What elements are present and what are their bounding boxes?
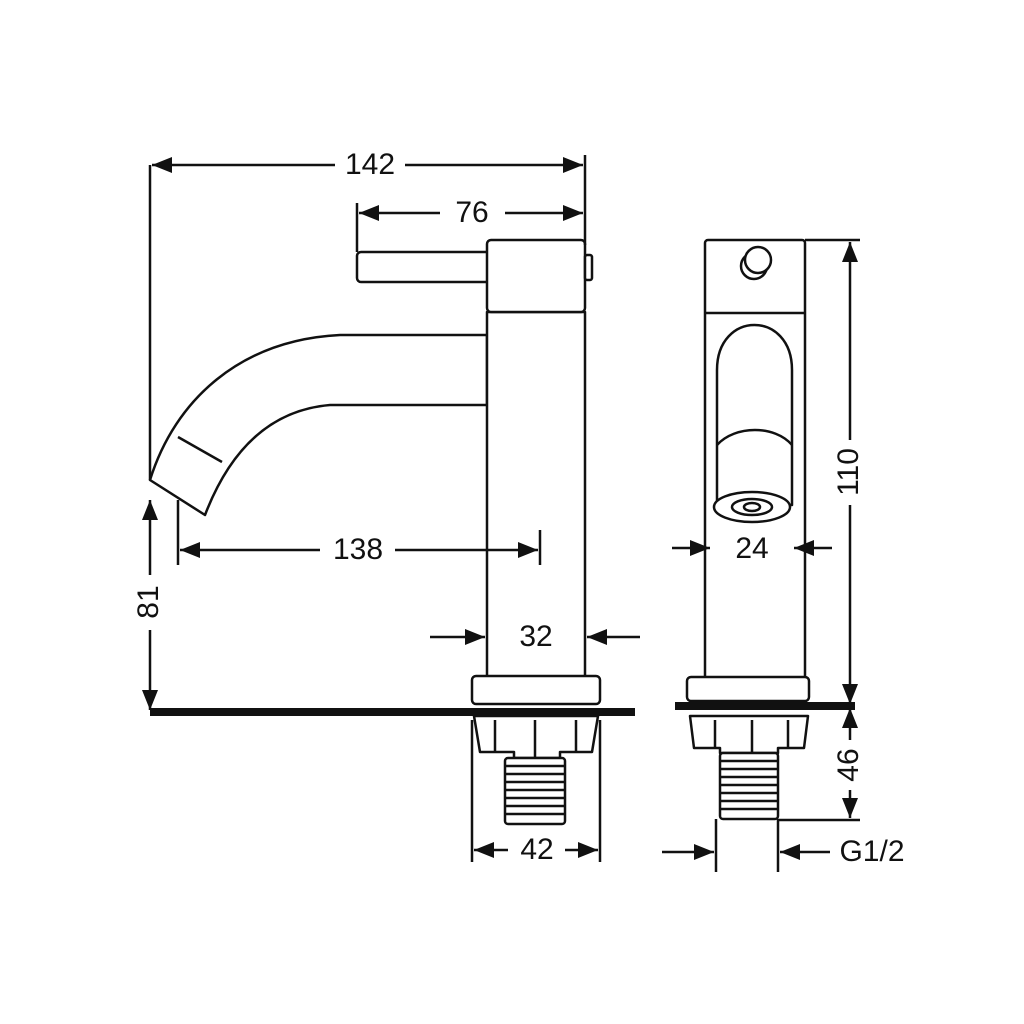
spout	[148, 333, 497, 517]
dim-body-diameter: 32	[519, 620, 552, 653]
aerator	[712, 490, 792, 524]
dim-body-height: 110	[832, 448, 865, 496]
base-ring	[470, 674, 602, 706]
handle-lever	[355, 250, 494, 284]
front-view	[148, 238, 635, 826]
dimensions: 142 76 138 32 81 42 24 110	[132, 148, 905, 872]
dim-shank-length: 46	[832, 748, 865, 781]
dim-handle-length: 76	[455, 196, 488, 229]
side-base-ring	[685, 675, 811, 703]
dim-thread-size: G1/2	[839, 835, 904, 868]
side-view	[675, 238, 855, 821]
body	[485, 310, 587, 687]
dim-aerator-width: 24	[735, 532, 768, 565]
dim-overall-length: 142	[345, 148, 395, 181]
top-cap	[485, 238, 587, 314]
dim-spout-height: 81	[132, 585, 165, 618]
dim-spout-reach: 138	[333, 533, 383, 566]
side-mounting-nut	[688, 714, 810, 755]
dim-base-diameter: 42	[520, 833, 553, 866]
spout-outlet	[715, 323, 794, 507]
